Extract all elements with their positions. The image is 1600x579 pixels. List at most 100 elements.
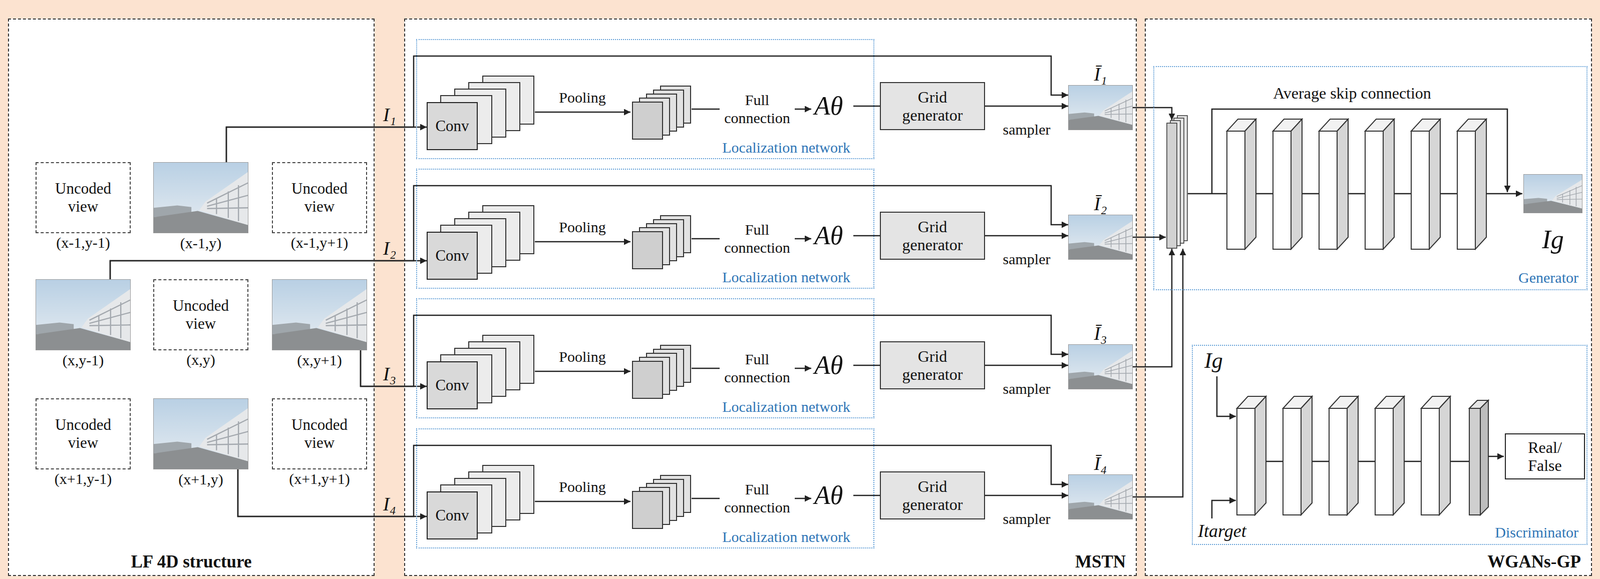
output-slab-side <box>1480 400 1489 516</box>
panel-title: LF 4D structure <box>130 552 252 573</box>
panel-ground <box>404 18 1137 577</box>
box-label: Grid generator <box>894 347 971 384</box>
label: Aθ <box>814 219 843 252</box>
localization-artwork <box>440 335 875 404</box>
box-label: Uncoded view <box>50 179 116 216</box>
box-label: Uncoded view <box>286 179 353 216</box>
layer-block-side <box>1439 396 1451 516</box>
box-label: Conv <box>435 117 469 136</box>
output-slab <box>1469 408 1481 516</box>
box-label: Uncoded view <box>50 416 116 453</box>
image-label: Ī₄ <box>1094 453 1108 475</box>
connector <box>110 185 1069 280</box>
group-label: Localization network <box>722 268 851 286</box>
localization-artwork <box>440 205 875 274</box>
label: Aθ <box>814 349 843 382</box>
layer-block-side <box>1393 396 1405 516</box>
view-coordinate: (x+1,y-1) <box>54 470 112 488</box>
conv-block: Conv <box>426 361 478 410</box>
view-coordinate: (x+1,y+1) <box>288 470 350 488</box>
connector <box>874 105 880 108</box>
layer-block <box>1421 408 1440 516</box>
connector <box>874 365 880 367</box>
uncoded-view-box: Uncoded view(x,y) <box>153 279 249 351</box>
connector <box>1132 107 1172 121</box>
network-box: Discriminator Real/ False <box>1191 345 1588 546</box>
label: Aθ <box>814 479 843 512</box>
input-arrow <box>1211 500 1236 519</box>
layer-block-side <box>1301 396 1313 516</box>
label: Ig <box>1204 348 1223 374</box>
connector <box>226 56 1069 163</box>
label: Pooling <box>558 348 606 366</box>
street-photo <box>153 162 248 233</box>
edge-label: I₄ <box>383 493 397 515</box>
warped-view-image: Ī₂ <box>1068 214 1133 260</box>
view-coordinate: (x-1,y) <box>180 234 222 252</box>
layer-block <box>1236 408 1255 516</box>
layer-block <box>1411 131 1430 250</box>
layer-block-side <box>1347 396 1359 516</box>
image-label: Ig <box>1541 224 1564 255</box>
grid-generator-box: Grid generator <box>879 211 986 260</box>
image-label: Ī₁ <box>1094 63 1108 85</box>
connector <box>985 365 1069 367</box>
view-coordinate: (x-1,y+1) <box>290 234 349 252</box>
panel-ground <box>8 18 375 577</box>
edge-label: I₁ <box>383 104 397 126</box>
street-photo <box>36 279 131 351</box>
view-coordinate: (x,y+1) <box>296 352 342 370</box>
warped-view-image: Ī₃ <box>1068 344 1133 390</box>
edge-label: sampler <box>1003 380 1051 398</box>
layer-block <box>1283 408 1302 516</box>
street-photo <box>272 279 367 351</box>
label: Full connection <box>719 350 795 387</box>
uncoded-view-box: Uncoded view(x+1,y+1) <box>271 398 368 470</box>
label: Pooling <box>558 478 606 496</box>
street-photo <box>1068 345 1133 390</box>
view-coordinate: (x,y) <box>186 351 215 369</box>
street-photo <box>1523 174 1582 213</box>
box-label: Real/ False <box>1519 438 1570 475</box>
street-photo <box>36 279 131 351</box>
street-photo <box>1068 475 1133 520</box>
group-label: Localization network <box>722 398 851 416</box>
view-coordinate: (x,y-1) <box>62 352 104 370</box>
layer-block <box>1272 131 1292 250</box>
grid-generator-box: Grid generator <box>879 82 986 131</box>
output-box: Real/ False <box>1504 433 1585 480</box>
street-photo <box>1068 345 1133 390</box>
conv-block: Conv <box>426 491 478 540</box>
label: Pooling <box>558 218 606 236</box>
connector <box>985 495 1069 497</box>
conv-block: Conv <box>426 102 478 151</box>
group-label: Localization network <box>722 528 851 546</box>
group-label: Discriminator <box>1494 524 1579 542</box>
generator-artwork <box>1166 109 1523 250</box>
connector <box>985 235 1069 237</box>
layer-block <box>1457 131 1476 250</box>
view-image: (x,y+1) <box>271 279 368 351</box>
box-label: Grid generator <box>894 477 971 514</box>
box-label: Conv <box>435 246 469 265</box>
box-label: Uncoded view <box>286 416 353 453</box>
connector <box>874 235 880 237</box>
street-photo <box>1068 475 1133 520</box>
layer-block-side <box>1291 119 1303 250</box>
edge-label: sampler <box>1003 510 1051 528</box>
box-label: Uncoded view <box>168 296 234 334</box>
edge-label: sampler <box>1003 121 1051 139</box>
connector <box>1132 236 1166 239</box>
input-slab <box>1166 123 1177 249</box>
label: Full connection <box>719 91 795 128</box>
layer-block <box>1365 131 1384 250</box>
connector <box>1132 248 1172 368</box>
localization-network-box: Localization networkConv <box>416 39 875 160</box>
localization-network-box: Localization network Conv <box>416 428 875 549</box>
layer-block-side <box>1429 119 1441 250</box>
layer-block-side <box>1475 119 1487 250</box>
connector <box>1132 248 1183 498</box>
panel-title: WGANs-GP <box>1487 552 1581 573</box>
layer-block-side <box>1254 396 1266 516</box>
edge-label: I₃ <box>383 363 397 385</box>
